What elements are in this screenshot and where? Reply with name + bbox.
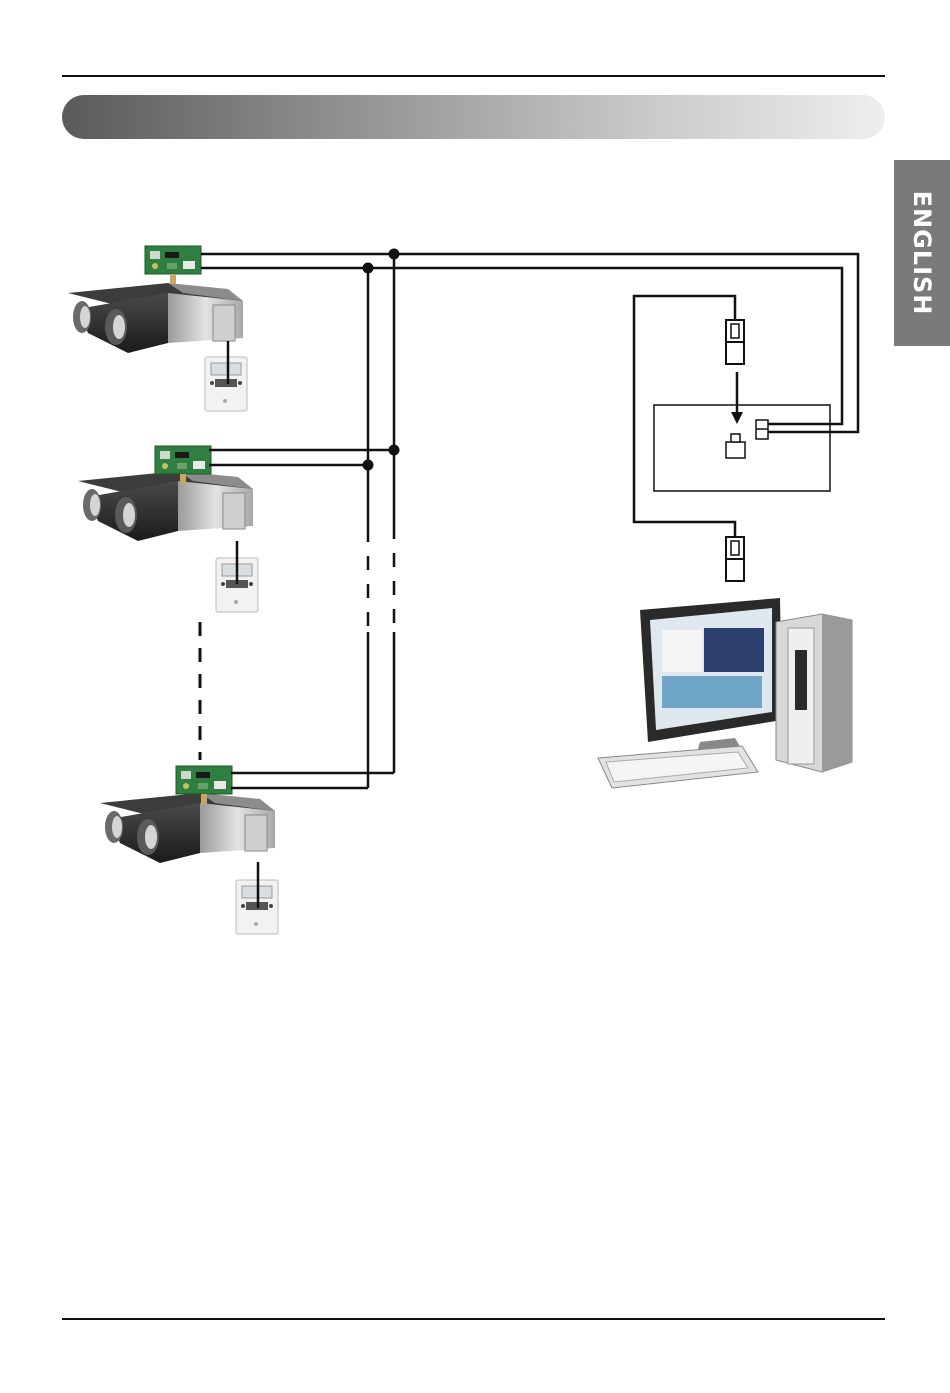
pcb-board-2	[155, 446, 211, 474]
pcb-board-1	[145, 246, 201, 274]
terminal-block	[756, 420, 768, 439]
ventilation-unit-1	[68, 283, 243, 353]
connector-upper	[726, 320, 744, 364]
converter-port	[726, 434, 745, 458]
pcb-board-3	[176, 766, 232, 794]
remote-controller-1	[205, 357, 247, 411]
pc-monitor	[640, 598, 782, 760]
ventilation-unit-3	[100, 793, 275, 863]
arrow-down-icon	[731, 412, 743, 424]
ventilation-unit-2	[78, 471, 253, 541]
pc-tower	[776, 614, 852, 772]
pc-keyboard	[598, 746, 758, 788]
connector-lower	[726, 537, 744, 581]
